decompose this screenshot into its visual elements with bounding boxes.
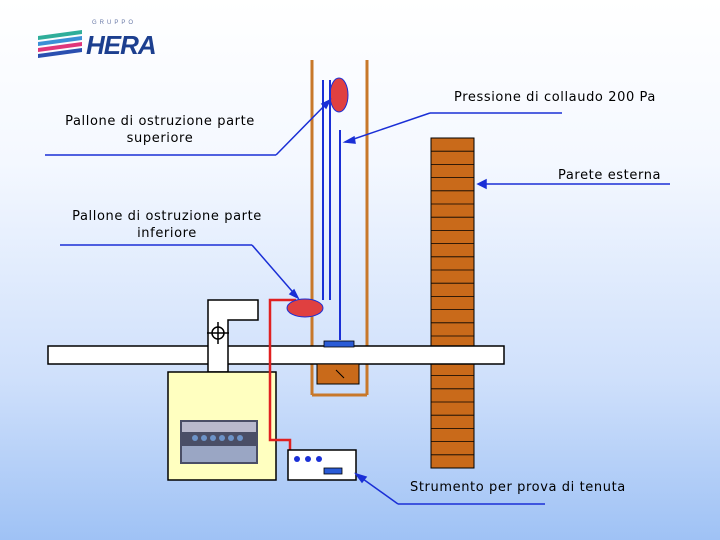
leader-lines [45,100,670,504]
label-upper-balloon-line2: superiore [55,130,265,147]
boiler [168,372,276,480]
pressure-leader [345,113,430,142]
upper-balloon [330,78,348,112]
lower-balloon [287,299,323,317]
label-external-wall: Parete esterna [558,167,661,184]
label-upper-balloon-line1: Pallone di ostruzione parte [55,113,265,130]
logo-waves-icon [38,30,82,58]
condensate-collector [317,364,359,384]
label-test-instrument: Strumento per prova di tenuta [410,479,626,496]
wall-body [431,138,474,468]
label-lower-balloon-line1: Pallone di ostruzione parte [62,208,272,225]
label-upper-balloon: Pallone di ostruzione parte superiore [55,113,265,147]
pressure-probe [323,80,354,347]
label-test-pressure: Pressione di collaudo 200 Pa [454,89,656,106]
horizontal-pipe [48,346,504,364]
lower-balloon-leader [252,245,298,298]
external-wall [431,138,474,468]
upper-balloon-leader [276,100,330,155]
test-instrument [288,450,356,480]
label-lower-balloon-line2: inferiore [62,225,272,242]
label-lower-balloon: Pallone di ostruzione parte inferiore [62,208,272,242]
